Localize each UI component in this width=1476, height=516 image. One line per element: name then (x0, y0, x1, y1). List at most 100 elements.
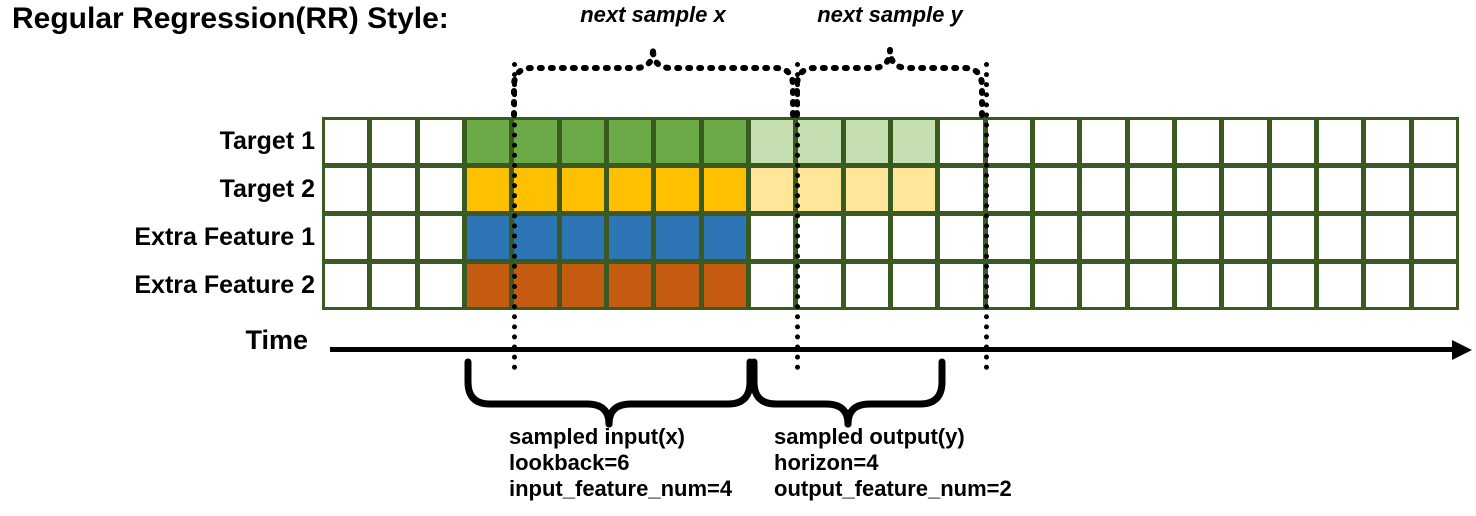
grid-cell (514, 264, 557, 307)
grid-cell (751, 168, 794, 211)
grid-cell (1413, 120, 1456, 163)
grid-cell (1082, 264, 1125, 307)
grid-cell (1082, 120, 1125, 163)
grid-cell (1319, 216, 1362, 259)
grid-cell (1177, 216, 1220, 259)
grid-cell (1271, 168, 1314, 211)
grid-cell (987, 264, 1030, 307)
grid-cell (940, 168, 983, 211)
grid-cell (1177, 264, 1220, 307)
grid-cell (1224, 120, 1267, 163)
grid-cell (467, 120, 510, 163)
grid-cell (1319, 168, 1362, 211)
caption-sampled-output-line-3: output_feature_num=2 (774, 476, 1012, 501)
caption-sampled-input-line-3: input_feature_num=4 (509, 476, 733, 501)
grid-cell (1319, 120, 1362, 163)
caption-sampled-input-line-1: sampled input(x) (509, 424, 686, 449)
top-brace-x (511, 47, 796, 118)
timeseries-grid (322, 117, 1459, 310)
grid-cell (893, 264, 936, 307)
grid-cell (609, 264, 652, 307)
grid-cell (893, 216, 936, 259)
grid-cell (609, 216, 652, 259)
page-title: Regular Regression(RR) Style: (12, 2, 449, 35)
time-axis-line (330, 347, 1458, 352)
guide-line-input-start (512, 62, 517, 370)
grid-cell (1366, 216, 1409, 259)
guide-line-output-end (984, 62, 989, 370)
grid-cell (703, 120, 746, 163)
grid-cell (467, 216, 510, 259)
grid-cell (419, 264, 462, 307)
grid-cell (798, 120, 841, 163)
grid-cell (561, 168, 604, 211)
grid-cell (893, 168, 936, 211)
grid-cell (1224, 168, 1267, 211)
grid-cell (987, 120, 1030, 163)
grid-cell (751, 264, 794, 307)
bottom-brace-input (464, 358, 754, 428)
grid-cell (1129, 120, 1172, 163)
grid-cell (1271, 120, 1314, 163)
guide-line-input-end (795, 62, 800, 370)
grid-cell (1129, 216, 1172, 259)
grid-cell (893, 120, 936, 163)
grid-cell (561, 264, 604, 307)
grid-cell (1271, 264, 1314, 307)
grid-cell (845, 264, 888, 307)
grid-cell (419, 216, 462, 259)
grid-cell (325, 168, 368, 211)
grid-cell (1035, 264, 1078, 307)
caption-sampled-input: sampled input(x) lookback=6 input_featur… (509, 424, 732, 502)
grid-cell (1177, 120, 1220, 163)
grid-cell (372, 168, 415, 211)
bottom-brace-output (750, 358, 946, 428)
grid-cell (372, 120, 415, 163)
grid-cell (798, 264, 841, 307)
grid-cell (1366, 264, 1409, 307)
grid-cell (1177, 168, 1220, 211)
top-brace-y (794, 47, 985, 118)
time-axis-label: Time (245, 325, 308, 355)
caption-sampled-output-line-2: horizon=4 (774, 450, 879, 475)
grid-cell (845, 216, 888, 259)
grid-cell (467, 168, 510, 211)
grid-cell (1129, 264, 1172, 307)
grid-cell (609, 168, 652, 211)
grid-cell (1271, 216, 1314, 259)
caption-next-sample-y: next sample y (817, 2, 963, 27)
grid-cell (325, 264, 368, 307)
row-label-target-2: Target 2 (219, 175, 315, 203)
grid-cell (1082, 168, 1125, 211)
grid-cell (1035, 168, 1078, 211)
grid-cell (561, 120, 604, 163)
grid-cell (798, 216, 841, 259)
grid-cell (656, 264, 699, 307)
grid-cell (987, 168, 1030, 211)
grid-cell (1224, 264, 1267, 307)
grid-cell (656, 168, 699, 211)
grid-cell (609, 120, 652, 163)
grid-cell (940, 120, 983, 163)
grid-cell (1035, 120, 1078, 163)
grid-cell (1413, 264, 1456, 307)
grid-cell (1366, 168, 1409, 211)
row-label-extra-feature-2: Extra Feature 2 (134, 271, 315, 299)
grid-cell (419, 168, 462, 211)
grid-cell (656, 120, 699, 163)
row-label-target-1: Target 1 (219, 127, 315, 155)
grid-cell (1366, 120, 1409, 163)
grid-cell (845, 168, 888, 211)
grid-cell (514, 168, 557, 211)
grid-cell (561, 216, 604, 259)
grid-cell (656, 216, 699, 259)
grid-cell (372, 216, 415, 259)
grid-cell (987, 216, 1030, 259)
grid-cell (325, 216, 368, 259)
grid-cell (703, 168, 746, 211)
grid-cell (1413, 216, 1456, 259)
grid-cell (751, 216, 794, 259)
caption-sampled-output-line-1: sampled output(y) (774, 424, 965, 449)
caption-next-sample-x: next sample x (580, 2, 726, 27)
